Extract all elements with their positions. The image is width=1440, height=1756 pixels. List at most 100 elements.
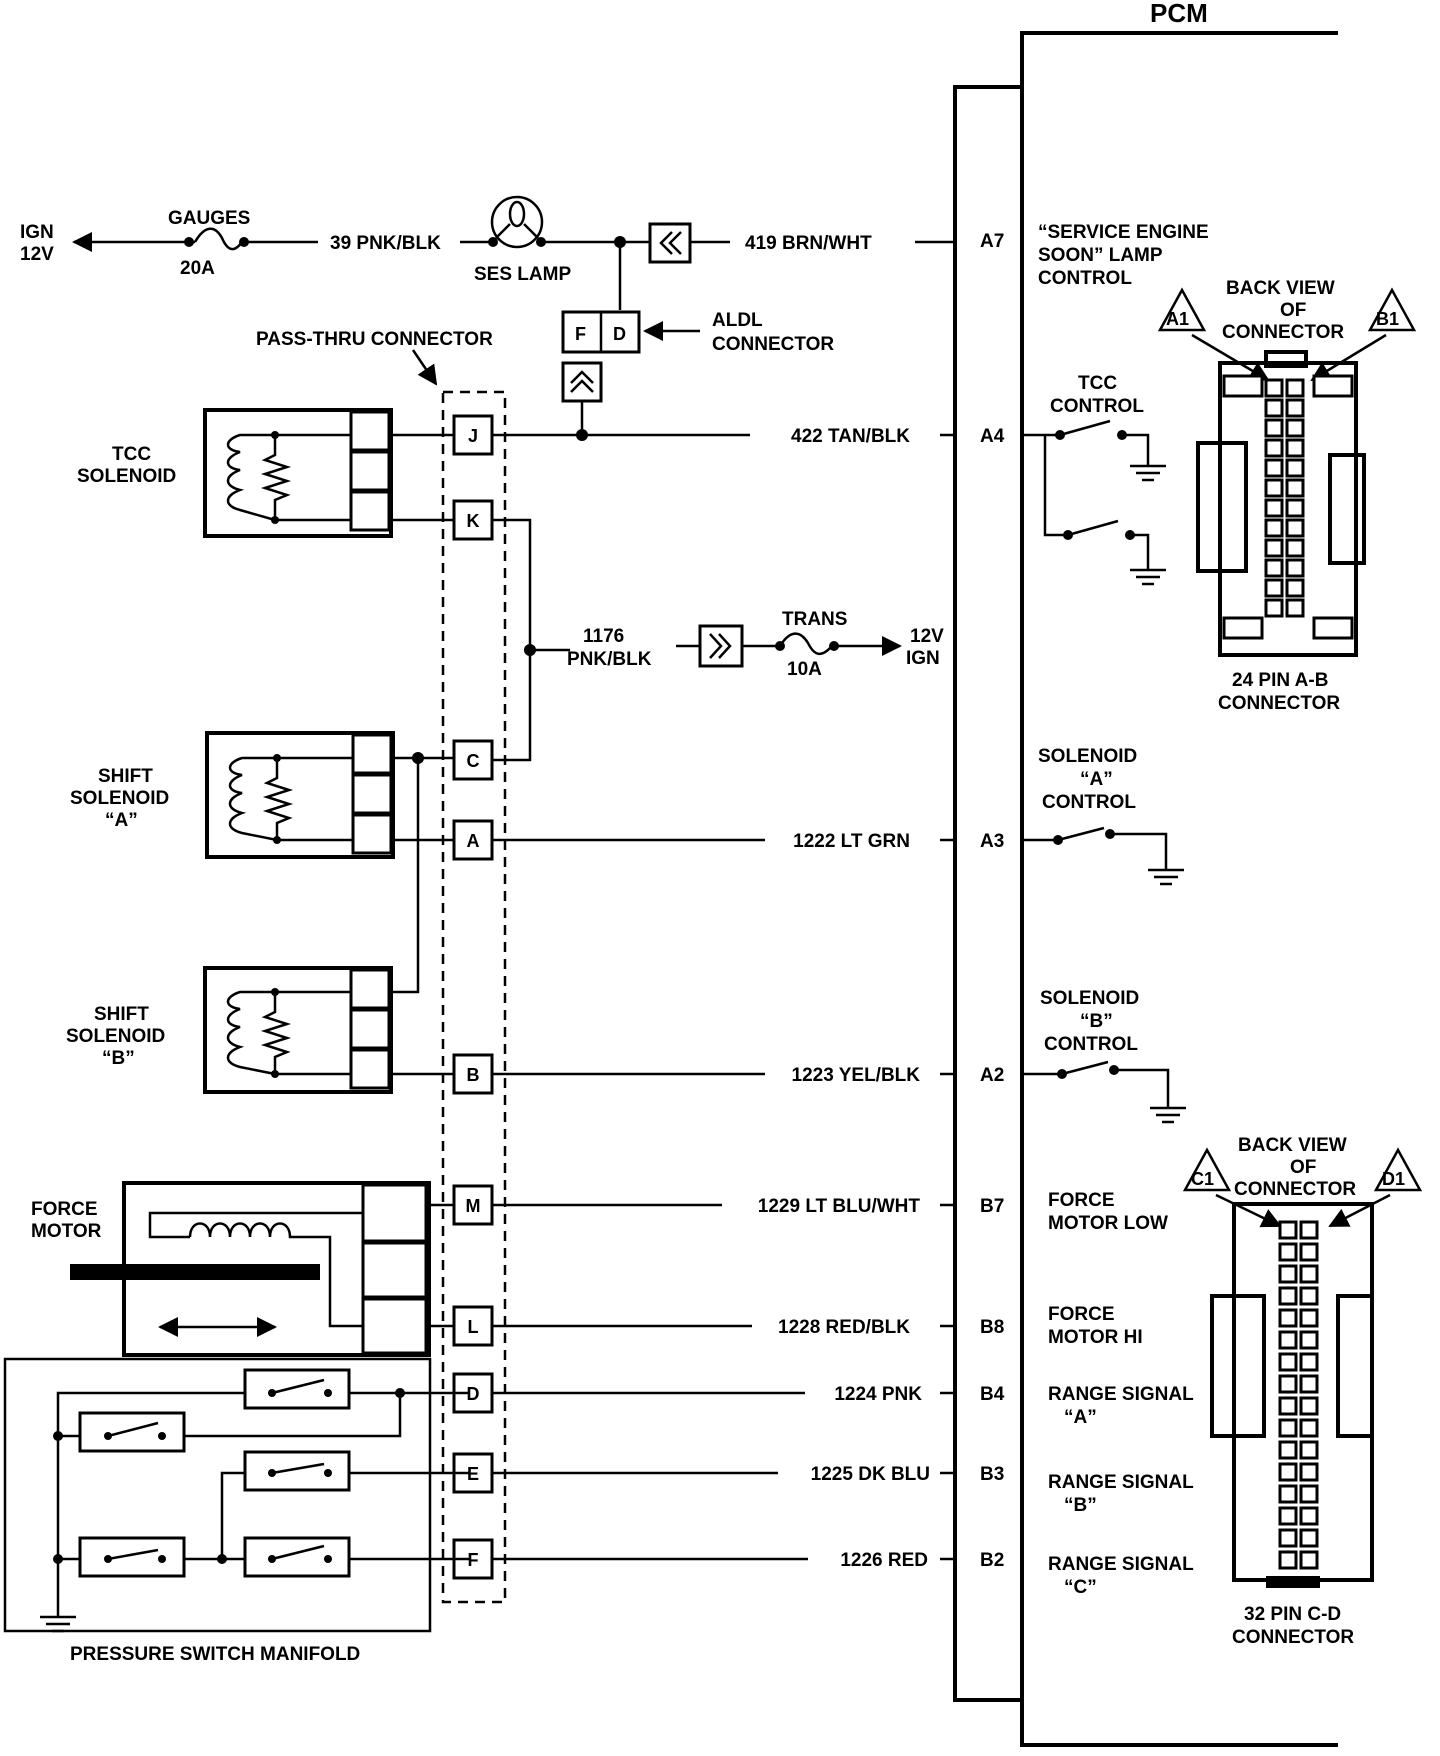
shift-solenoid-b: SHIFT SOLENOID “B”	[66, 966, 393, 1094]
connector-ab-pin	[1285, 558, 1305, 578]
connector-cd-tag-d1: D1	[1382, 1169, 1405, 1189]
connector-cd-pin	[1299, 1528, 1319, 1548]
shift-b-label-2: SOLENOID	[66, 1026, 165, 1047]
ses-lamp-icon	[490, 195, 544, 249]
pcm-title: PCM	[1150, 0, 1208, 28]
force-motor-plunger	[70, 1264, 320, 1280]
wire-label-b4: 1224 PNK	[834, 1384, 922, 1405]
sol-a-control-label-2: “A”	[1080, 769, 1113, 790]
range-b-label-2: “B”	[1064, 1495, 1097, 1516]
force-low-label-1: FORCE	[1048, 1190, 1115, 1211]
connector-ab-pin	[1264, 398, 1284, 418]
ses-control-label-1: “SERVICE ENGINE	[1038, 222, 1209, 243]
ign-right-label-1: 12V	[910, 626, 944, 647]
pcm-outer-frame	[1020, 31, 1338, 1747]
connector-cd-pin	[1278, 1484, 1298, 1504]
connector-ab-pin	[1264, 418, 1284, 438]
connector-cd-pin	[1278, 1550, 1298, 1570]
tcc-resistor-icon	[260, 435, 292, 520]
pass-thru-pin-label: B	[467, 1065, 480, 1085]
connector-ab-pin	[1285, 538, 1305, 558]
trans-fuse-circuit: 1176 PNK/BLK TRANS 10A 12V IGN	[567, 609, 944, 680]
pass-thru-label: PASS-THRU CONNECTOR	[256, 329, 493, 350]
aldl-connector: F D ALDL CONNECTOR	[561, 310, 834, 434]
range-b-label-1: RANGE SIGNAL	[1048, 1472, 1194, 1493]
connector-ab-pin	[1264, 518, 1284, 538]
wire-419-label: 419 BRN/WHT	[745, 233, 872, 254]
connector-cd-pin	[1278, 1330, 1298, 1350]
connector-ab-tag-a1: A1	[1166, 309, 1189, 329]
connector-cd-pin	[1299, 1484, 1319, 1504]
trans-fuse-label: TRANS	[782, 609, 847, 630]
connector-ab-pin	[1264, 498, 1284, 518]
ses-control-label-2: SOON” LAMP	[1038, 245, 1163, 266]
tcc-control-label-2: CONTROL	[1050, 396, 1144, 417]
force-motor-label-1: FORCE	[31, 1199, 98, 1220]
sol-b-control-label-3: CONTROL	[1044, 1034, 1138, 1055]
connector-cd-pin	[1278, 1220, 1298, 1240]
connector-ab-pin	[1264, 538, 1284, 558]
connector-ab-view-1: BACK VIEW	[1226, 278, 1335, 299]
pcm-pin-a2: A2	[980, 1065, 1004, 1086]
connector-ab-pin	[1285, 398, 1305, 418]
connector-cd-caption-1: 32 PIN C-D	[1244, 1604, 1341, 1625]
manifold-ground-icon	[40, 1615, 76, 1633]
shift-solenoid-a: SHIFT SOLENOID “A”	[70, 731, 395, 859]
pcm-header-frame	[953, 85, 1022, 1702]
wire-1176-label-2: PNK/BLK	[567, 649, 652, 670]
tcc-coil-icon	[226, 433, 276, 522]
wire-39-label: 39 PNK/BLK	[330, 233, 441, 254]
pcm-pin-a3: A3	[980, 831, 1004, 852]
connector-cd-pin	[1299, 1418, 1319, 1438]
aldl-pin-f: F	[575, 324, 586, 344]
connector-ab-pin	[1264, 378, 1284, 398]
pressure-manifold-label: PRESSURE SWITCH MANIFOLD	[70, 1644, 360, 1665]
connector-ab-pin	[1285, 498, 1305, 518]
connector-ab-pin	[1285, 578, 1305, 598]
ign-right-label-2: IGN	[906, 648, 940, 669]
sol-b-control-label-2: “B”	[1080, 1011, 1113, 1032]
force-motor: FORCE MOTOR	[31, 1181, 431, 1357]
connector-ab-pin	[1264, 458, 1284, 478]
harness-wiring	[389, 429, 808, 1561]
connector-cd-pin	[1299, 1352, 1319, 1372]
tcc-control-switches	[1022, 419, 1166, 586]
range-a-label-2: “A”	[1064, 1407, 1097, 1428]
range-c-label-1: RANGE SIGNAL	[1048, 1554, 1194, 1575]
connector-ab-view-3: CONNECTOR	[1222, 322, 1344, 343]
pcm-pin-b8: B8	[980, 1317, 1004, 1338]
gauges-fuse-icon	[193, 227, 244, 251]
connector-cd-pin	[1278, 1286, 1298, 1306]
connector-ab-caption-1: 24 PIN A-B	[1232, 670, 1328, 691]
force-hi-label-1: FORCE	[1048, 1304, 1115, 1325]
connector-ab-pin	[1285, 598, 1305, 618]
ses-lamp-label: SES LAMP	[474, 264, 571, 285]
connector-cd-pin	[1278, 1396, 1298, 1416]
connector-ab-pin	[1285, 418, 1305, 438]
connector-cd-tag-c1: C1	[1191, 1169, 1214, 1189]
pass-thru-pin-label: C	[467, 751, 480, 771]
connector-ab-view-2: OF	[1280, 300, 1306, 321]
connector-cd-view-2: OF	[1290, 1157, 1316, 1178]
connector-ab-pin	[1285, 478, 1305, 498]
connector-cd-pin	[1299, 1220, 1319, 1240]
connector-ab-tag-b1: B1	[1376, 309, 1399, 329]
connector-cd-pin	[1278, 1264, 1298, 1284]
tcc-solenoid: TCC SOLENOID	[77, 408, 393, 538]
pass-thru-pin-label: L	[468, 1317, 479, 1337]
manifold-switches	[104, 1378, 332, 1563]
pass-thru-pin-label: J	[468, 426, 478, 446]
connector-cd-pin	[1299, 1374, 1319, 1394]
pcm-pin-b7: B7	[980, 1196, 1004, 1217]
wire-label-b8: 1228 RED/BLK	[778, 1317, 910, 1338]
pcm-pin-b2: B2	[980, 1550, 1004, 1571]
shift-b-coil-icon	[226, 990, 276, 1076]
aldl-feedthru-symbol	[561, 361, 603, 403]
connector-cd-pin	[1299, 1330, 1319, 1350]
connector-cd-pin	[1278, 1374, 1298, 1394]
ign-left-label-1: IGN	[20, 222, 54, 243]
connector-cd-pin	[1278, 1462, 1298, 1482]
connector-cd-view-3: CONNECTOR	[1234, 1179, 1356, 1200]
